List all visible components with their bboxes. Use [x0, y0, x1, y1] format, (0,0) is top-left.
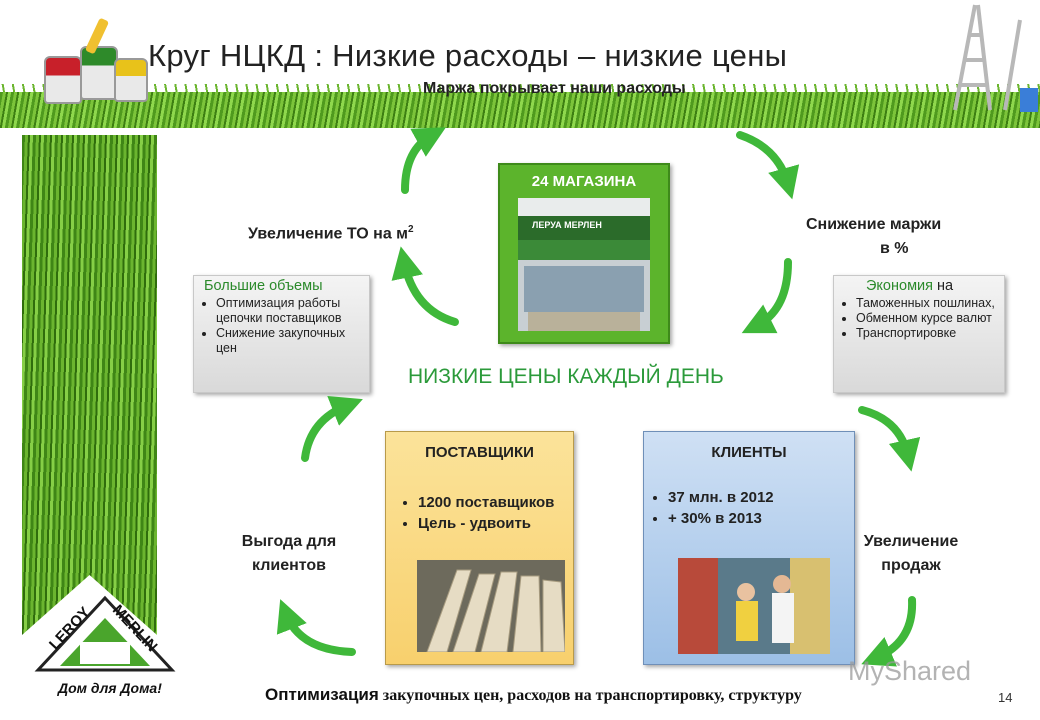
- logo-graphic: [34, 595, 176, 672]
- grass-header-strip: [0, 92, 1040, 128]
- slide-subtitle: Маржа покрывает наши расходы: [423, 80, 686, 97]
- economy-head-green: Экономия: [866, 278, 933, 294]
- leroy-merlin-logo: LEROY MERLIN Дом для Дома!: [30, 590, 180, 710]
- clients-box: КЛИЕНТЫ 37 млн. в 2012 + 30% в 2013: [643, 431, 855, 665]
- label-increase-turnover-text: Увеличение ТО на м: [248, 225, 409, 243]
- clients-item-1: 37 млн. в 2012: [668, 487, 774, 508]
- arrow-right-lower: [858, 406, 921, 472]
- volumes-box: Большие объемы Оптимизация работы цепочк…: [193, 275, 370, 393]
- bottom-summary-rest: закупочных цен, расходов на транспортиро…: [378, 687, 802, 704]
- clients-title: КЛИЕНТЫ: [711, 444, 787, 461]
- economy-item-3: Транспортировке: [856, 326, 1004, 341]
- arrow-top-left: [401, 127, 446, 194]
- clients-list: 37 млн. в 2012 + 30% в 2013: [646, 487, 774, 529]
- stores-box: 24 МАГАЗИНА ЛЕРУА МЕРЛЕН: [498, 163, 670, 344]
- store-photo-image: [518, 198, 650, 331]
- store-photo: ЛЕРУА МЕРЛЕН: [518, 198, 650, 331]
- clients-photo: [678, 558, 830, 654]
- label-sales-increase: Увеличение продаж: [856, 530, 966, 578]
- paint-can-red: [44, 56, 82, 104]
- suppliers-photo: [417, 560, 565, 652]
- bottom-summary: Оптимизация закупочных цен, расходов на …: [265, 685, 802, 705]
- label-client-benefit-line2: клиентов: [252, 557, 326, 574]
- suppliers-box: ПОСТАВЩИКИ 1200 поставщиков Цель - удвои…: [385, 431, 574, 665]
- page-number: 14: [998, 690, 1013, 705]
- economy-head: Экономия на: [834, 276, 1004, 294]
- label-margin-decrease-line1: Снижение маржи: [806, 216, 942, 233]
- economy-head-rest: на: [933, 278, 954, 294]
- arrow-left-mid: [391, 246, 459, 326]
- logo-tagline: Дом для Дома!: [58, 680, 162, 696]
- label-margin-decrease: Снижение маржи в %: [806, 213, 941, 261]
- arrow-right-mid: [741, 258, 792, 334]
- stores-title: 24 МАГАЗИНА: [531, 173, 637, 190]
- paint-can-yellow: [114, 58, 148, 102]
- volumes-head: Большие объемы: [204, 278, 323, 294]
- arrow-left-lower: [301, 396, 363, 462]
- economy-box: Экономия на Таможенных пошлинах, Обменно…: [833, 275, 1005, 393]
- store-sign-text: ЛЕРУА МЕРЛЕН: [532, 220, 602, 230]
- slogan-low-prices: НИЗКИЕ ЦЕНЫ КАЖДЫЙ ДЕНЬ: [408, 365, 724, 388]
- bottom-summary-bold: Оптимизация: [265, 685, 379, 704]
- suppliers-title: ПОСТАВЩИКИ: [425, 444, 534, 461]
- grass-side-banner: [22, 135, 157, 635]
- slide-title: Круг НЦКД : Низкие расходы – низкие цены: [148, 38, 788, 73]
- paint-cans-decoration: [40, 17, 150, 108]
- arrow-right-bottom: [861, 596, 917, 667]
- label-sales-increase-line1: Увеличение: [863, 533, 959, 550]
- label-increase-turnover: Увеличение ТО на м2: [248, 224, 414, 243]
- arrow-top-right: [736, 131, 800, 200]
- label-sales-increase-line2: продаж: [881, 557, 941, 574]
- volumes-list: Оптимизация работы цепочки поставщиков С…: [194, 296, 369, 356]
- label-client-benefit: Выгода для клиентов: [228, 530, 350, 578]
- ladder-decoration: [953, 4, 1038, 112]
- label-client-benefit-line1: Выгода для: [241, 533, 337, 550]
- myshared-watermark: MyShared: [848, 656, 972, 686]
- clients-item-2: + 30% в 2013: [668, 508, 774, 529]
- suppliers-item-2: Цель - удвоить: [418, 513, 554, 534]
- suppliers-item-1: 1200 поставщиков: [418, 492, 554, 513]
- arrow-left-bottom: [276, 599, 356, 656]
- label-increase-turnover-sup: 2: [408, 224, 414, 235]
- volumes-item-2: Снижение закупочных цен: [216, 326, 369, 356]
- economy-item-2: Обменном курсе валют: [856, 311, 1004, 326]
- economy-item-1: Таможенных пошлинах,: [856, 296, 1004, 311]
- economy-list: Таможенных пошлинах, Обменном курсе валю…: [834, 296, 1004, 341]
- suppliers-list: 1200 поставщиков Цель - удвоить: [396, 492, 554, 534]
- volumes-item-1: Оптимизация работы цепочки поставщиков: [216, 296, 369, 326]
- label-margin-decrease-line2: в %: [880, 240, 909, 257]
